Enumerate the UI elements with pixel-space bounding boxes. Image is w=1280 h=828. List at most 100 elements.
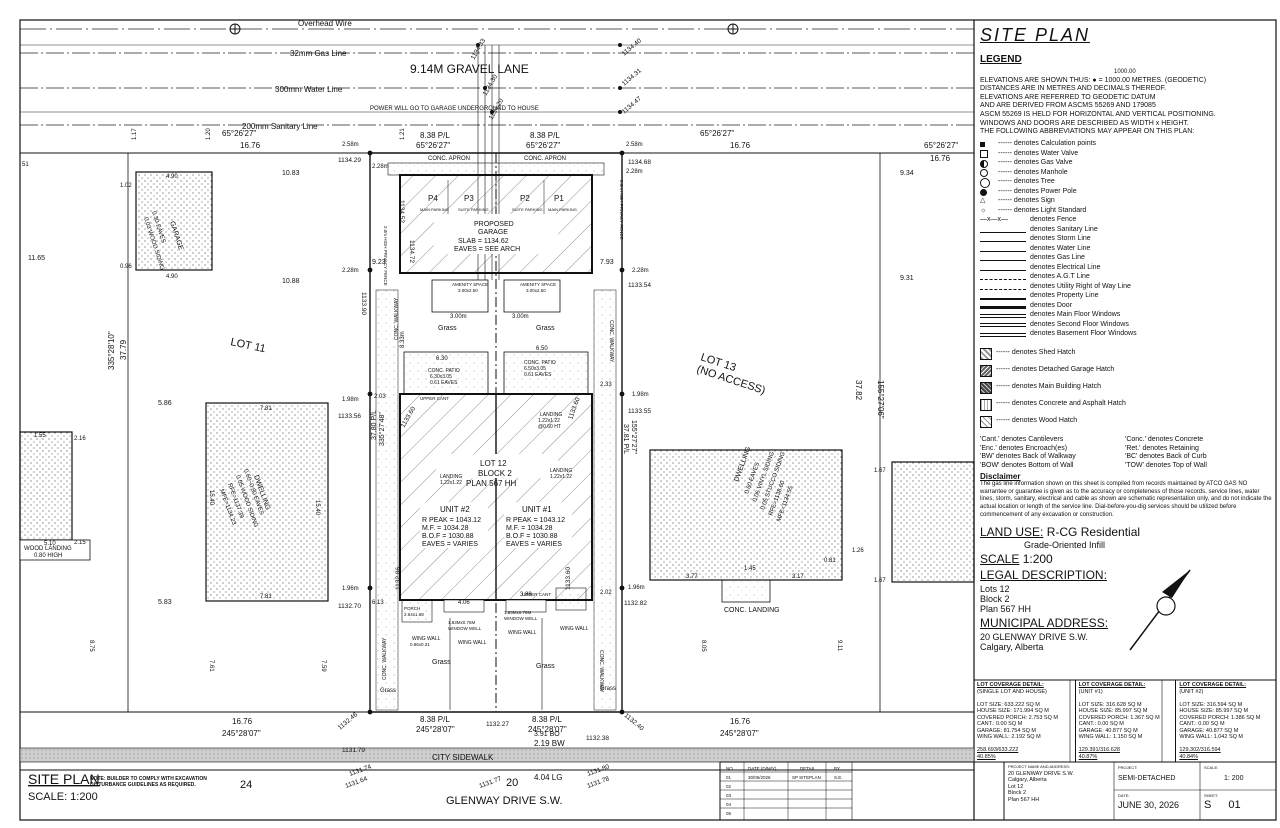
walkway-left-lower-label: CONC. WALKWAY (382, 637, 388, 680)
dim-9-23: 9.23 (372, 259, 386, 266)
legend-item-label: ------ denotes Manhole (998, 168, 1068, 176)
elev-e24: 1131.74 (348, 763, 372, 778)
legend-item: denotes Water Line (980, 244, 1270, 254)
dim-2-28-ml: 2.28m (342, 268, 359, 274)
dim-1-26: 1.26 (852, 548, 864, 554)
dim-2-33: 2.33 (600, 382, 612, 388)
date-heading: DATE: (1118, 793, 1130, 798)
legend-item: denotes Main Floor Windows (980, 311, 1270, 321)
power-note: POWER WILL GO TO GARAGE UNDERGROUND TO H… (370, 106, 539, 112)
coverage-line: COVERED PORCH: 1.386 SQ M (1179, 714, 1261, 721)
coverage-line: GARAGE: 40.877 SQ M (1078, 727, 1138, 734)
coverage-line: CANT.: 0.00 SQ M (1179, 721, 1225, 727)
elev-e23: 1131.79 (342, 747, 365, 754)
municipal-line: 20 GLENWAY DRIVE S.W. (980, 631, 1088, 642)
dim-5-10: 5.10 (44, 541, 56, 547)
pl-top-left: 8.38 P/L (420, 131, 450, 140)
sheet-heading: SHEET: (1204, 793, 1219, 798)
unit-2-eaves: EAVES = VARIES (422, 541, 478, 548)
dim-2-28-mr: 2.28m (632, 268, 649, 274)
elev-e13: 1133.56 (338, 413, 361, 420)
hatch-item: ------ denotes Detached Garage Hatch (980, 362, 1270, 379)
dim-1-98-r: 1.98m (632, 392, 649, 398)
north-arrow-icon (1129, 569, 1191, 651)
lot-13-bearing: 155°27'06" (876, 380, 885, 419)
legend-item-label: denotes Second Floor Windows (1030, 320, 1129, 328)
legend-note: DISTANCES ARE IN METRES AND DECIMALS THE… (980, 85, 1167, 93)
coverage-line: HOUSE SIZE: 171.994 SQ M (977, 708, 1049, 714)
city-sidewalk (19, 747, 975, 763)
sign-icon: △ (980, 197, 986, 205)
dim-1-20: 1.20 (206, 128, 212, 140)
legend-note: THE FOLLOWING ABBREVIATIONS MAY APPEAR O… (980, 128, 1195, 136)
walkway-left-upper-label: CONC. WALKWAY (394, 297, 400, 340)
dim-2-58-l: 2.58m (342, 142, 359, 148)
elev-e2: 1134.30 (482, 73, 500, 97)
title-block-scale: SCALE: 1: 200 (1204, 764, 1274, 782)
dim-3-17: 3.17 (792, 574, 804, 580)
unit-1-bof: B.O.F = 1030.88 (506, 533, 558, 540)
parking-p3: P3 (464, 194, 474, 203)
window-well-right-label: WINDOW WELL (504, 616, 538, 621)
unit-1-title: UNIT #1 (522, 505, 552, 514)
title-block-sheet: SHEET: S 01 (1204, 792, 1274, 811)
legend-elev-mark: 1000.00 (1114, 69, 1136, 75)
abbreviations: 'Cant.' denotes Cantilevers 'Conc.' deno… (980, 436, 1270, 470)
amenity-left-width: 3.00m (450, 314, 467, 320)
legal-line: Plan 567 HH (980, 603, 1032, 614)
coverage-line: LOT SIZE: 316.594 SQ M (1179, 701, 1243, 708)
suite-parking-right: SUITE PARKING (512, 207, 543, 212)
dim-1-67-top: 1.67 (874, 468, 886, 474)
scale-label: SCALE (980, 551, 1020, 566)
window-well-right-size: 1.83Mx0.76M (504, 610, 532, 615)
gas-line-icon (980, 256, 1026, 261)
main-parking-right: MAIN PARKING (548, 207, 577, 212)
unit-2-mf: M.F. = 1034.28 (422, 525, 469, 532)
dim-0-81: 0.81 (824, 558, 836, 564)
dim-bw: 2.19 BW (534, 739, 565, 748)
conc-landing-right (721, 579, 771, 603)
neighbour-dwelling-far-right (891, 461, 975, 583)
unit-1-eaves: EAVES = VARIES (506, 541, 562, 548)
rev-row-1-by: S.E. (834, 775, 843, 780)
conc-apron (387, 162, 605, 176)
legend-item: denotes Second Floor Windows (980, 320, 1270, 330)
neighbour-dwelling-left (205, 402, 329, 602)
hatch-item: ------ denotes Concrete and Asphalt Hatc… (980, 396, 1270, 413)
fence-left-label: 2.0m HIGH PRIVACY FENCE (383, 226, 388, 286)
abbr-item: 'BC' denotes Back of Curb (1125, 453, 1207, 461)
abbr-item: 'Conc.' denotes Concrete (1125, 436, 1204, 444)
abbr-item: 'Ret.' denotes Retaining (1125, 444, 1199, 452)
grass-left: Grass (438, 325, 457, 332)
amenity-left-label: AMENITY SPACE (452, 282, 488, 287)
legend-heading: LEGEND (980, 54, 1022, 65)
legend-item-label: ------ denotes Power Pole (998, 187, 1077, 195)
bearing-bottom-right: 245°28'07" (720, 729, 759, 738)
main-parking-left: MAIN PARKING (420, 207, 449, 212)
concrete-hatch-icon (980, 398, 992, 411)
legend-item: ------ denotes Manhole (980, 168, 1270, 178)
legend-item-label: denotes Storm Line (1030, 235, 1091, 243)
dim-0-96: 0.96 (120, 264, 132, 270)
legend-item: denotes Electrical Line (980, 263, 1270, 273)
dim-10-88: 10.88 (282, 278, 300, 285)
patio-left-label: CONC. PATIO (428, 368, 460, 374)
municipal-heading: MUNICIPAL ADDRESS: (980, 615, 1109, 630)
legend-item: denotes Property Line (980, 292, 1270, 302)
shed-hatch-icon (980, 347, 992, 360)
date-value: JUNE 30, 2026 (1118, 800, 1180, 810)
legend-item: ------ denotes Calculation points (980, 140, 1270, 150)
disclaimer-heading: Disclaimer (980, 471, 1021, 481)
elev-e16: 1132.70 (338, 603, 361, 610)
elev-e18: 1132.82 (624, 600, 647, 607)
hatch-item: ------ denotes Shed Hatch (980, 345, 1270, 362)
legal-heading: LEGAL DESCRIPTION: (980, 567, 1107, 582)
legal-line: Lots 12 (980, 583, 1010, 594)
legend-notes: ELEVATIONS ARE SHOWN THUS: ● = 1000.00 M… (974, 77, 1276, 137)
dim-7-93: 7.93 (600, 259, 614, 266)
walkway-right-lower-label: CONC. WALKWAY (598, 650, 604, 693)
water-line-label: 300mm Water Line (275, 85, 343, 94)
dim-5-86: 5.86 (158, 400, 172, 407)
dim-1-17: 1.17 (132, 128, 138, 140)
power-pole-icon (980, 188, 987, 196)
